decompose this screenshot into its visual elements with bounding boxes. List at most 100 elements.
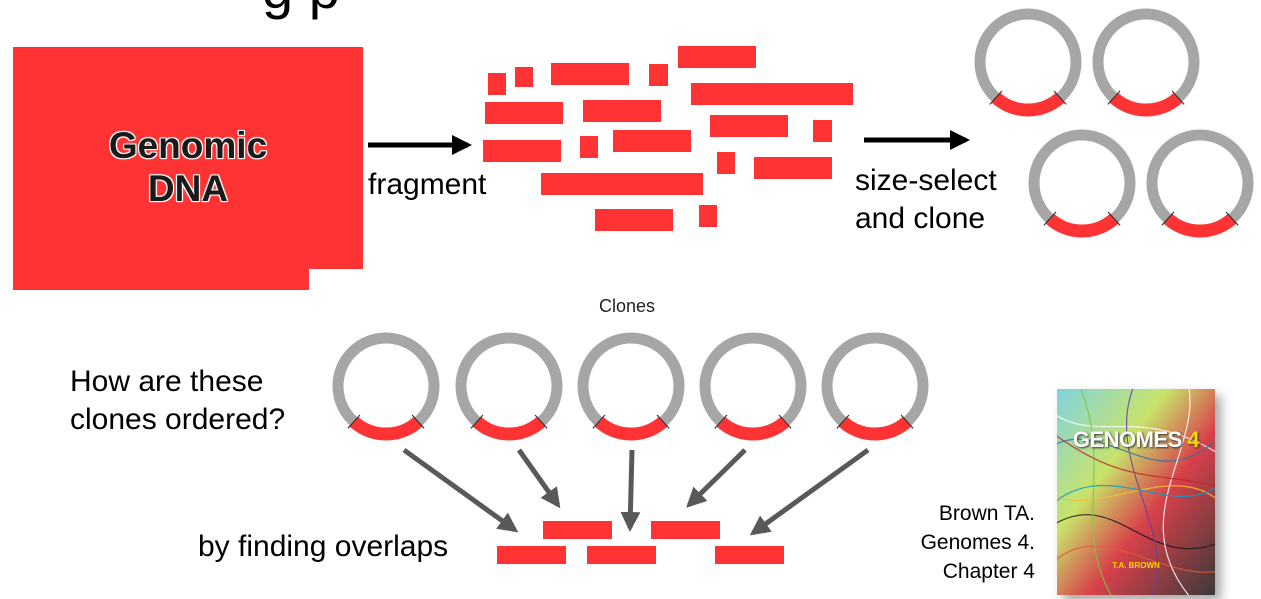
insert-boundary: [1171, 90, 1185, 105]
dna-fragment: [649, 64, 668, 86]
overlap-arrow: [686, 448, 747, 508]
question-line1: How are these: [70, 365, 264, 398]
overlap-fragment: [587, 546, 656, 564]
dna-insert: [1109, 92, 1183, 117]
vector-ring: [1092, 8, 1200, 116]
dna-fragment: [541, 173, 703, 195]
book-cover-art: [1057, 389, 1215, 595]
dna-fragments: [483, 46, 853, 231]
vector-ring: [699, 332, 807, 440]
vector-ring: [577, 332, 685, 440]
size-select-line1: size-select: [855, 164, 997, 197]
insert-boundary: [534, 414, 548, 429]
cloned-vector: [1092, 8, 1200, 117]
genomic-dna-line1: Genomic: [108, 125, 268, 166]
dna-insert: [1163, 213, 1237, 238]
dna-fragment: [515, 67, 533, 87]
dna-fragment: [613, 130, 691, 152]
dna-fragment: [717, 152, 735, 174]
insert-boundary: [347, 414, 361, 429]
fragment-label: fragment: [368, 168, 487, 201]
book-title-word: GENOMES: [1072, 427, 1182, 452]
overlap-arrow: [749, 447, 870, 536]
overlap-fragment: [651, 521, 720, 539]
clones-label: Clones: [599, 296, 656, 316]
dna-fragment: [710, 115, 788, 137]
dna-fragment: [551, 63, 629, 85]
insert-boundary: [714, 414, 728, 429]
dna-fragment: [678, 46, 756, 68]
cloned-vector: [974, 8, 1082, 117]
size-select-line2: and clone: [855, 202, 986, 235]
plasmids: [332, 8, 1254, 441]
dna-fragment: [813, 120, 832, 142]
overlap-assembly: [497, 521, 784, 564]
insert-boundary: [989, 90, 1003, 105]
dna-fragment: [699, 205, 717, 227]
overlap-arrow: [402, 447, 519, 533]
dna-fragment: [754, 157, 832, 179]
insert-boundary: [1225, 211, 1239, 226]
reference-line3: Chapter 4: [942, 560, 1035, 583]
dna-fragment: [485, 102, 563, 124]
clone: [332, 332, 440, 441]
genomic-dna-block: [13, 47, 363, 290]
vector-ring: [1028, 129, 1136, 237]
insert-boundary: [1107, 211, 1121, 226]
book-title-number: 4: [1187, 427, 1200, 452]
insert-boundary: [836, 414, 850, 429]
insert-boundary: [656, 414, 670, 429]
insert-boundary: [411, 414, 425, 429]
dna-fragment: [691, 83, 853, 105]
insert-boundary: [1107, 90, 1121, 105]
dna-insert: [1045, 213, 1119, 238]
genomic-dna-label: Genomic DNA: [13, 124, 363, 210]
clone: [699, 332, 807, 441]
book-title: GENOMES 4: [1057, 427, 1215, 453]
overlap-fragment: [715, 546, 784, 564]
dna-insert: [991, 92, 1065, 117]
dna-fragment: [580, 136, 598, 158]
clone: [821, 332, 929, 441]
reference-line2: Genomes 4.: [920, 531, 1035, 554]
dna-insert: [594, 416, 668, 441]
insert-boundary: [1043, 211, 1057, 226]
dna-insert: [716, 416, 790, 441]
question-text: How are these clones ordered?: [70, 363, 285, 439]
clone: [455, 332, 563, 441]
insert-boundary: [1161, 211, 1175, 226]
insert-boundary: [1053, 90, 1067, 105]
insert-boundary: [778, 414, 792, 429]
vector-ring: [332, 332, 440, 440]
dna-fragment: [583, 100, 661, 122]
overlap-fragment: [497, 546, 566, 564]
size-select-label: size-select and clone: [855, 162, 997, 238]
vector-ring: [1146, 129, 1254, 237]
dna-insert: [472, 416, 546, 441]
cloned-vector: [1146, 129, 1254, 238]
reference-line1: Brown TA.: [938, 502, 1035, 525]
insert-boundary: [900, 414, 914, 429]
clone: [577, 332, 685, 441]
slide-title-fragment: g p: [262, 0, 340, 21]
overlap-arrows: [402, 447, 870, 536]
dna-insert: [349, 416, 423, 441]
genomic-dna-line2: DNA: [147, 168, 229, 209]
overlap-arrow: [516, 448, 561, 509]
book-cover-image: GENOMES 4 T.A. BROWN: [1057, 389, 1215, 595]
reference-text: Brown TA. Genomes 4. Chapter 4: [880, 499, 1035, 586]
vector-ring: [455, 332, 563, 440]
dna-fragment: [483, 140, 561, 162]
overlap-fragment: [543, 521, 612, 539]
cloned-vector: [1028, 129, 1136, 238]
answer-text: by finding overlaps: [198, 530, 449, 563]
insert-boundary: [592, 414, 606, 429]
insert-boundary: [470, 414, 484, 429]
dna-fragment: [595, 209, 673, 231]
overlap-arrow: [620, 449, 641, 532]
dna-fragment: [488, 73, 506, 95]
vector-ring: [974, 8, 1082, 116]
book-author: T.A. BROWN: [1112, 561, 1160, 570]
dna-insert: [838, 416, 912, 441]
